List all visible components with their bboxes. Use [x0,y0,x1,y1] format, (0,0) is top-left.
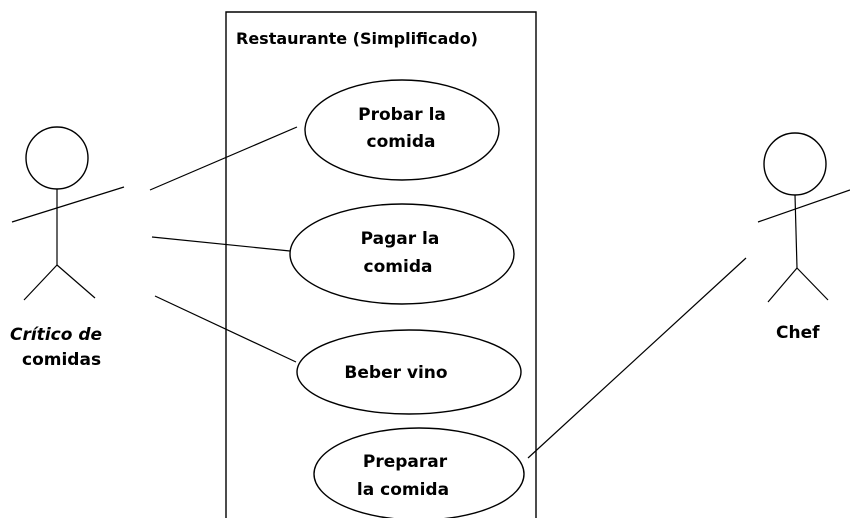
associations [149,126,747,459]
use-case-probar-ellipse [304,79,500,181]
association-critic-probar [149,126,298,191]
use-case-beber-line1: Beber vino [344,363,447,383]
critic-left-leg [23,264,58,301]
use-case-pagar-line2: comida [364,257,433,277]
chef-left-leg [767,267,798,303]
use-case-probar: Probar la comida [304,79,500,181]
chef-figure [757,132,850,303]
chef-label: Chef [776,323,820,343]
critic-label-line1: Crítico de [10,325,102,345]
chef-arms [757,189,850,223]
chef-right-leg [796,267,829,301]
use-case-preparar: Preparar la comida [313,427,525,518]
use-case-pagar: Pagar la comida [289,203,515,305]
use-case-preparar-line1: Preparar [363,452,448,472]
use-case-beber: Beber vino [296,329,522,415]
critic-figure [11,126,125,301]
use-case-pagar-line1: Pagar la [361,229,440,249]
association-critic-pagar [151,236,291,252]
chef-head [763,132,827,196]
use-case-preparar-ellipse [313,427,525,518]
actor-critic: Crítico de comidas [10,126,125,370]
use-case-probar-line1: Probar la [358,105,446,125]
system-title: Restaurante (Simplificado) [236,29,478,48]
chef-body [794,194,798,269]
association-chef-preparar [527,257,747,459]
use-case-preparar-line2: la comida [357,480,449,500]
critic-right-leg [56,264,96,299]
critic-head [25,126,89,190]
system-boundary: Restaurante (Simplificado) [225,11,537,518]
use-case-beber-ellipse [296,329,522,415]
critic-label-line2: comidas [22,350,101,370]
use-case-probar-line2: comida [367,132,436,152]
critic-arms [11,186,125,223]
use-case-pagar-ellipse [289,203,515,305]
system-boundary-frame [225,11,537,518]
actor-chef: Chef [757,132,850,343]
association-critic-beber [154,295,297,363]
